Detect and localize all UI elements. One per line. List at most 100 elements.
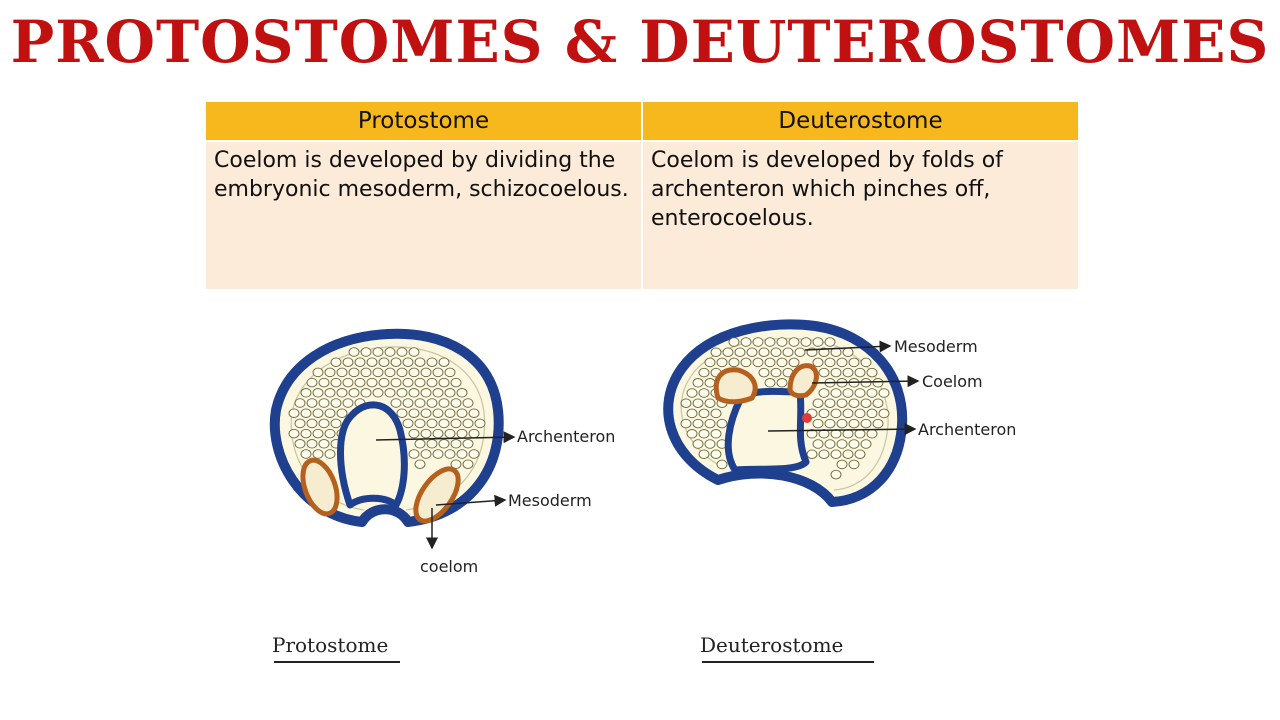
- mesoderm-cell: [420, 367, 432, 378]
- mesoderm-cell: [842, 408, 854, 419]
- mesoderm-cell: [408, 428, 420, 439]
- mesoderm-cell: [836, 459, 848, 470]
- mesoderm-cell: [318, 398, 330, 408]
- mesoderm-cell: [770, 347, 782, 357]
- mesoderm-cell: [414, 398, 426, 408]
- mesoderm-cell: [300, 428, 312, 439]
- mesoderm-cell: [818, 388, 830, 398]
- mesoderm-cell: [698, 408, 710, 419]
- mesoderm-cell: [836, 418, 848, 429]
- mesoderm-cell: [432, 367, 444, 378]
- table-row: Coelom is developed by dividing the embr…: [206, 140, 1078, 289]
- mesoderm-cell: [300, 408, 312, 418]
- mesoderm-cell: [438, 357, 450, 367]
- deuterostome-archenteron-label: Archenteron: [918, 420, 1016, 439]
- mesoderm-cell: [848, 418, 860, 429]
- mesoderm-cell: [782, 347, 794, 357]
- mesoderm-cell: [468, 428, 480, 439]
- deuterostome-mesoderm-label: Mesoderm: [894, 337, 978, 356]
- mesoderm-cell: [830, 449, 842, 459]
- mesoderm-cell: [330, 398, 342, 408]
- mesoderm-cell: [824, 439, 836, 449]
- mesoderm-cell: [830, 367, 842, 378]
- mesoderm-cell: [692, 398, 704, 408]
- mesoderm-cell: [704, 398, 716, 408]
- mesoderm-cell: [306, 418, 318, 429]
- comparison-table: Protostome Deuterostome Coelom is develo…: [206, 102, 1078, 289]
- mesoderm-cell: [758, 347, 770, 357]
- mesoderm-cell: [330, 418, 342, 429]
- mesoderm-cell: [758, 367, 770, 378]
- mesoderm-cell: [408, 408, 420, 418]
- mesoderm-cell: [294, 418, 306, 429]
- deuterostome-marker-dot: [802, 413, 812, 423]
- mesoderm-cell: [384, 347, 396, 357]
- mesoderm-cell: [420, 388, 432, 398]
- mesoderm-cell: [294, 439, 306, 449]
- mesoderm-cell: [438, 377, 450, 388]
- mesoderm-cell: [812, 439, 824, 449]
- mesoderm-cell: [848, 439, 860, 449]
- mesoderm-cell: [860, 439, 872, 449]
- mesoderm-cell: [866, 388, 878, 398]
- mesoderm-cell: [746, 347, 758, 357]
- mesoderm-cell: [408, 347, 420, 357]
- mesoderm-cell: [378, 357, 390, 367]
- mesoderm-cell: [444, 428, 456, 439]
- mesoderm-cell: [818, 408, 830, 419]
- mesoderm-cell: [836, 439, 848, 449]
- mesoderm-cell: [860, 418, 872, 429]
- mesoderm-cell: [842, 429, 854, 439]
- mesoderm-cell: [860, 398, 872, 408]
- mesoderm-cell: [776, 357, 788, 368]
- mesoderm-cell: [812, 418, 824, 429]
- mesoderm-cell: [728, 357, 740, 368]
- mesoderm-cell: [806, 449, 818, 459]
- mesoderm-cell: [300, 388, 312, 398]
- mesoderm-cell: [408, 449, 420, 459]
- mesoderm-cell: [450, 418, 462, 429]
- mesoderm-cell: [468, 408, 480, 418]
- mesoderm-cell: [402, 398, 414, 408]
- mesoderm-cell: [318, 418, 330, 429]
- mesoderm-cell: [348, 388, 360, 398]
- mesoderm-cell: [360, 388, 372, 398]
- mesoderm-cell: [866, 408, 878, 419]
- mesoderm-cell: [842, 388, 854, 398]
- mesoderm-cell: [800, 337, 812, 347]
- mesoderm-cell: [336, 388, 348, 398]
- mesoderm-cell: [704, 439, 716, 449]
- mesoderm-cell: [878, 388, 890, 398]
- mesoderm-cell: [396, 347, 408, 357]
- mesoderm-cell: [776, 378, 788, 388]
- mesoderm-cell: [408, 367, 420, 378]
- protostome-archenteron: [337, 401, 408, 509]
- mesoderm-cell: [420, 449, 432, 459]
- mesoderm-cell: [824, 337, 836, 347]
- mesoderm-cell: [764, 337, 776, 347]
- deuterostome-archenteron-pointer: [767, 423, 917, 436]
- mesoderm-cell: [462, 418, 474, 429]
- mesoderm-cell: [716, 418, 728, 429]
- protostome-mesoderm-label: Mesoderm: [508, 491, 592, 510]
- mesoderm-cell: [860, 357, 872, 368]
- mesoderm-cell: [444, 367, 456, 378]
- deuterostome-coelom-left: [713, 367, 758, 405]
- mesoderm-cell: [818, 367, 830, 378]
- mesoderm-cell: [704, 357, 716, 368]
- mesoderm-cell: [704, 378, 716, 388]
- mesoderm-cell: [306, 398, 318, 408]
- mesoderm-cell: [438, 418, 450, 429]
- mesoderm-cell: [686, 429, 698, 439]
- mesoderm-cell: [438, 439, 450, 449]
- mesoderm-cell: [462, 398, 474, 408]
- mesoderm-cell: [752, 357, 764, 368]
- mesoderm-cell: [788, 357, 800, 368]
- mesoderm-cell: [686, 408, 698, 419]
- mesoderm-cell: [812, 357, 824, 368]
- mesoderm-cell: [390, 377, 402, 388]
- mesoderm-cell: [692, 378, 704, 388]
- mesoderm-cell: [444, 408, 456, 418]
- mesoderm-cell: [836, 357, 848, 368]
